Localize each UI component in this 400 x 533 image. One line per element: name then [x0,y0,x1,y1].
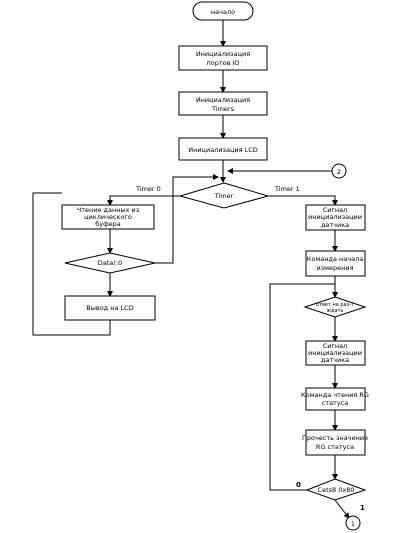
node-read-rg-command-line2: статуса [322,399,349,407]
node-sensor-init-b: Сигнал инициализации датчика [305,340,366,366]
connector-1-label: 1 [351,520,355,528]
node-read-buffer: Чтение данных из циклического буфера [61,204,155,230]
node-sensor-init-a-line3: датчика [321,221,349,229]
node-init-lcd-label: Инициализация LCD [188,146,258,154]
node-status-check-label: Cets8 0x80 [318,486,355,494]
node-sensor-init-b-line2: инициализации [308,349,362,357]
node-response-check-line1: ответ на раз-т [316,302,354,308]
node-init-ports-line1: Инициализация [196,50,250,58]
node-init-timers-line2: Timers [211,105,235,113]
connector-2: 2 [331,163,347,179]
node-init-ports-line2: портов IO [206,59,239,67]
node-init-timers: Инициализация Timers [178,91,268,116]
node-init-timers-line1: Инициализация [196,96,250,104]
edge-label-zero: 0 [296,481,301,489]
node-read-rg-value: Прочесть значение RG статуса [302,429,368,456]
node-read-rg-value-line1: Прочесть значение [302,434,368,442]
node-read-rg-command: Команда чтения RG статуса [301,387,369,411]
node-read-rg-command-line1: Команда чтения RG [301,391,369,399]
node-timer-decision-label: Timer [214,192,234,200]
connector-2-label: 2 [337,168,341,176]
edge-timer0-branch [107,195,180,206]
edge-label-timer0: Timer 0 [135,185,161,193]
node-read-buffer-line2: циклического [84,213,132,221]
edge-status-zero-loop [269,283,335,491]
node-measure-command-line2: измерения [316,264,353,272]
node-data-check-label: Data!:0 [98,259,122,267]
node-response-check-line2: ждать [327,308,344,314]
edge-timer1-branch [268,195,338,206]
edge-label-timer1: Timer 1 [274,185,300,193]
node-start: начало [192,1,254,21]
connector-lines [32,20,350,519]
node-sensor-init-b-line1: Сигнал [323,342,348,350]
node-data-check: Data!:0 [64,252,156,274]
node-output-lcd-label: Вывод на LCD [86,304,133,312]
connector-1: 1 [345,515,361,531]
node-status-check: Cets8 0x80 [305,478,367,501]
node-init-ports: Инициализация портов IO [178,45,268,71]
node-measure-command: Команда начала измерения [305,250,366,277]
node-output-lcd: Вывод на LCD [64,295,156,321]
node-read-buffer-line3: буфера [95,220,121,228]
node-read-buffer-line1: Чтение данных из [77,206,140,214]
edge-datacheck-no-loop [155,174,219,264]
node-init-lcd: Инициализация LCD [178,137,268,161]
edge-lcd-loop-back [32,192,111,336]
node-sensor-init-b-line3: датчика [321,356,349,364]
node-measure-command-line1: Команда начала [307,255,363,263]
edge-status-to-connector1 [334,499,350,519]
node-response-check: ответ на раз-т ждать [303,296,367,318]
edge-label-one: 1 [360,504,365,512]
node-sensor-init-a: Сигнал инициализации датчика [305,204,366,231]
node-start-label: начало [211,8,235,16]
node-read-rg-value-line2: RG статуса [316,443,354,451]
node-sensor-init-a-line1: Сигнал [323,206,348,214]
node-timer-decision: Timer [178,182,270,209]
node-sensor-init-a-line2: инициализации [308,213,362,221]
